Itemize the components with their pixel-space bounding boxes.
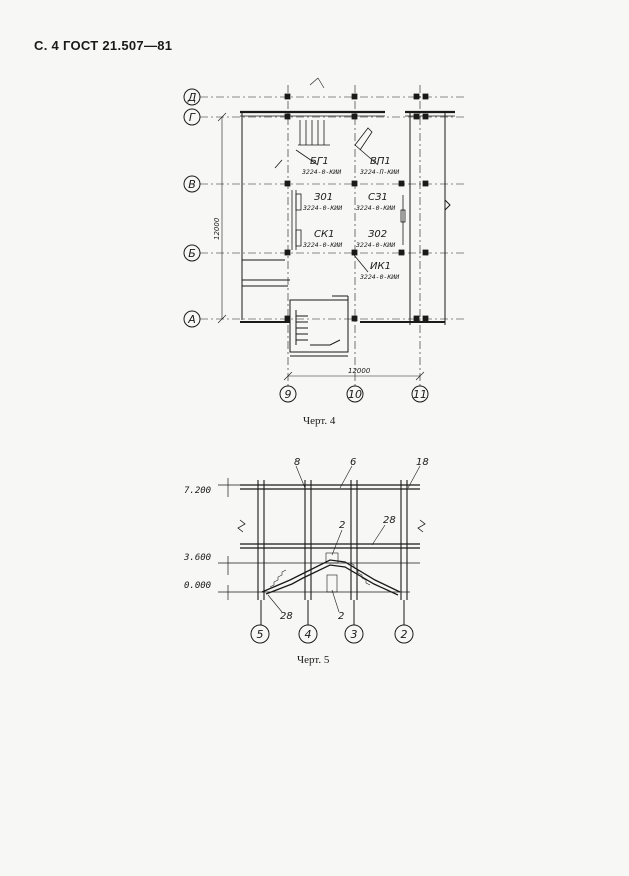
svg-text:СЗ1: СЗ1 — [368, 192, 388, 203]
svg-text:8: 8 — [294, 457, 300, 468]
svg-text:З01: З01 — [314, 192, 333, 203]
axis-col-label: 9 — [285, 388, 292, 401]
svg-text:СК1: СК1 — [314, 229, 334, 240]
dimension-horizontal: 12000 — [348, 367, 371, 375]
axis-col-label: 10 — [348, 388, 362, 401]
axis-label: 2 — [401, 628, 408, 641]
axis-row-label: Г — [189, 111, 196, 124]
axis-label: 4 — [305, 628, 312, 641]
svg-text:28: 28 — [280, 611, 293, 622]
svg-text:БГ1: БГ1 — [310, 156, 329, 167]
columns — [284, 93, 429, 322]
svg-text:3224-0-КИИ: 3224-0-КИИ — [355, 241, 395, 249]
svg-text:3224-0-КИИ: 3224-0-КИИ — [302, 241, 342, 249]
svg-text:ВП1: ВП1 — [370, 156, 391, 167]
svg-text:3.600: 3.600 — [183, 553, 211, 563]
svg-text:3224-0-КИИ: 3224-0-КИИ — [302, 204, 342, 212]
figure-4-plan — [183, 77, 465, 403]
axis-row-label: В — [188, 178, 196, 191]
svg-text:7.200: 7.200 — [184, 486, 211, 496]
axis-label: 3 — [351, 628, 358, 641]
svg-text:28: 28 — [383, 515, 396, 526]
figure-5-axis-bubbles — [250, 600, 414, 644]
figure-4-caption: Черт. 4 — [303, 415, 336, 427]
svg-text:0.000: 0.000 — [184, 581, 211, 591]
axis-label: 5 — [257, 628, 264, 641]
axis-row-label: Б — [188, 247, 196, 260]
page-header: С. 4 ГОСТ 21.507—81 — [34, 38, 173, 53]
svg-text:3224-0-КИИ: 3224-0-КИИ — [355, 204, 395, 212]
svg-text:18: 18 — [416, 457, 429, 468]
row-axis-bubbles — [183, 88, 201, 328]
svg-text:3224-П-КИИ: 3224-П-КИИ — [359, 168, 399, 176]
dimension-vertical: 12000 — [213, 217, 221, 240]
svg-text:3224-0-КИИ: 3224-0-КИИ — [301, 168, 341, 176]
figure-5-caption: Черт. 5 — [297, 654, 330, 666]
col-axis-bubbles — [279, 385, 429, 403]
svg-text:3224-0-КИИ: 3224-0-КИИ — [359, 273, 399, 281]
svg-text:6: 6 — [350, 457, 356, 468]
axis-row-label: А — [187, 313, 196, 326]
svg-text:ИК1: ИК1 — [370, 261, 391, 272]
figure-4-element-labels: БГ1 3224-0-КИИ ВП1 3224-П-КИИ З01 3224-0… — [301, 156, 399, 281]
svg-text:З02: З02 — [368, 229, 387, 240]
svg-text:2: 2 — [339, 520, 345, 531]
svg-text:2: 2 — [338, 611, 344, 622]
axis-col-label: 11 — [413, 388, 427, 401]
figure-4-axis-labels: Д Г В Б А 9 10 11 12000 12000 — [187, 91, 427, 401]
figure-5-section — [218, 465, 426, 644]
axis-row-label: Д — [187, 91, 197, 104]
figure-5-labels: 8 6 18 2 28 28 2 7.200 3.600 0.000 5 4 3… — [183, 457, 429, 641]
